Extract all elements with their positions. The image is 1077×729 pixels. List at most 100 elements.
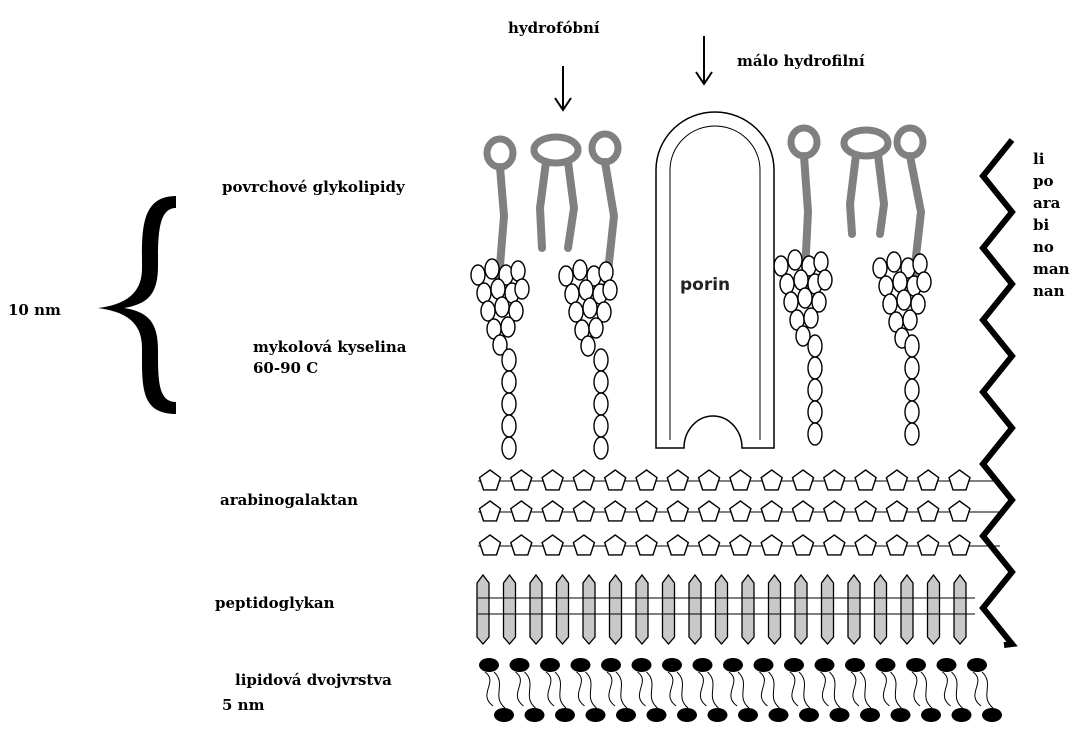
mycolic-acid-unit [581, 336, 595, 356]
arabinogalactan-unit [667, 535, 688, 555]
lam-syllable: no [1033, 236, 1070, 258]
mycolic-acid-unit [887, 252, 901, 272]
mycolic-acid-unit [788, 250, 802, 270]
arabinogalactan-unit [636, 535, 657, 555]
arabinogalactan-unit [793, 470, 814, 490]
arabinogalactan-unit [636, 501, 657, 521]
lipid-tails [729, 672, 749, 708]
arabinogalactan-unit [886, 470, 907, 490]
arabinogalactan-unit [918, 535, 939, 555]
mycolic-acid-unit [818, 270, 832, 290]
peptidoglycan-unit [477, 575, 489, 644]
lipid-tails [516, 672, 536, 708]
lipid-tails [912, 672, 932, 708]
mycolic-acid-unit [565, 284, 579, 304]
peptidoglycan-unit [716, 575, 728, 644]
arabinogalactan-unit [573, 470, 594, 490]
mycolic-acid-unit [903, 310, 917, 330]
mycolic-acid-unit [808, 379, 822, 401]
arabinogalactan-unit [918, 501, 939, 521]
lipid-tails [973, 672, 993, 708]
lipid-head-top [632, 658, 652, 672]
hydrophobic-label: hydrofóbní [508, 19, 600, 37]
arabinogalactan-unit [480, 470, 501, 490]
lipid-head-top [693, 658, 713, 672]
lipid-head-bottom [982, 708, 1002, 722]
lipid-head-bottom [616, 708, 636, 722]
lipid-head-top [662, 658, 682, 672]
lipid-head-bottom [738, 708, 758, 722]
arabinogalactan-unit [730, 470, 751, 490]
mycolic-acid-unit [481, 301, 495, 321]
lipid-bilayer-label: lipidová dvojvrstva [235, 671, 392, 689]
mycolic-acid-unit [573, 260, 587, 280]
mycolic-acid-unit [784, 292, 798, 312]
glycolipid-head [487, 139, 513, 167]
arabinogalactan-unit [918, 470, 939, 490]
peptidoglycan-unit [742, 575, 754, 644]
mycolic-acid-unit [774, 256, 788, 276]
lipid-head-top [906, 658, 926, 672]
peptidoglycan-unit [610, 575, 622, 644]
lipid-head-top [754, 658, 774, 672]
arabinogalactan-unit [542, 535, 563, 555]
mycolic-acid-unit [589, 318, 603, 338]
arabinogalactan-unit [761, 535, 782, 555]
arabinogalactan-unit [605, 470, 626, 490]
peptidoglycan-unit [636, 575, 648, 644]
arabinogalactan-unit [793, 535, 814, 555]
peptidoglycan-label: peptidoglykan [215, 594, 335, 612]
peptidoglycan-unit [663, 575, 675, 644]
mycolic-acid-unit [515, 279, 529, 299]
lipid-tails [821, 672, 841, 708]
mycolic-acid-unit [594, 437, 608, 459]
porin-label: porin [680, 275, 730, 295]
mycolic-acid-unit [559, 266, 573, 286]
mycolic-acid-unit [905, 335, 919, 357]
peptidoglycan-unit [504, 575, 516, 644]
lipid-bilayer-thickness-label: 5 nm [222, 696, 264, 714]
mycolic-acid-unit [603, 280, 617, 300]
arabinogalactan-unit [761, 501, 782, 521]
mycolic-acid-unit [594, 349, 608, 371]
arabinogalactan-unit [573, 535, 594, 555]
lipoarabinomannan-line [983, 140, 1012, 645]
arabinogalactan-unit [886, 535, 907, 555]
glycolipid-tail [850, 155, 856, 234]
glycolipid-tail [878, 155, 884, 234]
arabinogalactan-unit [480, 501, 501, 521]
mycolic-acid-unit [794, 270, 808, 290]
slightly-hydrophilic-label: málo hydrofilní [737, 52, 865, 70]
mycolic-acid-label: mykolová kyselina [253, 338, 406, 356]
arabinogalactan-unit [573, 501, 594, 521]
lipid-tails [790, 672, 810, 708]
mycolic-acid-unit [905, 379, 919, 401]
mycolic-acid-unit [879, 276, 893, 296]
peptidoglycan-unit [954, 575, 966, 644]
peptidoglycan-layer [477, 575, 975, 644]
mycolic-acid-unit [471, 265, 485, 285]
peptidoglycan-unit [769, 575, 781, 644]
lipid-head-top [784, 658, 804, 672]
arabinogalactan-label: arabinogalaktan [220, 491, 358, 509]
arabinogalactan-unit [636, 470, 657, 490]
peptidoglycan-unit [557, 575, 569, 644]
mycolic-acid-unit [905, 357, 919, 379]
mycolic-acid-unit [594, 415, 608, 437]
arabinogalactan-unit [605, 535, 626, 555]
mycolic-acid-carbons-label: 60-90 C [253, 359, 318, 377]
lipid-tails [577, 672, 597, 708]
thickness-10nm-label: 10 nm [8, 301, 61, 319]
lipid-tails [638, 672, 658, 708]
arabinogalactan-unit [605, 501, 626, 521]
lipid-head-bottom [891, 708, 911, 722]
lipid-tails [760, 672, 780, 708]
mycolic-acid-unit [883, 294, 897, 314]
lipid-tails [851, 672, 871, 708]
glycolipid-head [897, 128, 923, 156]
lipid-tails [668, 672, 688, 708]
arabinogalactan-unit [949, 501, 970, 521]
arabinogalactan-unit [949, 470, 970, 490]
lipid-head-top [876, 658, 896, 672]
